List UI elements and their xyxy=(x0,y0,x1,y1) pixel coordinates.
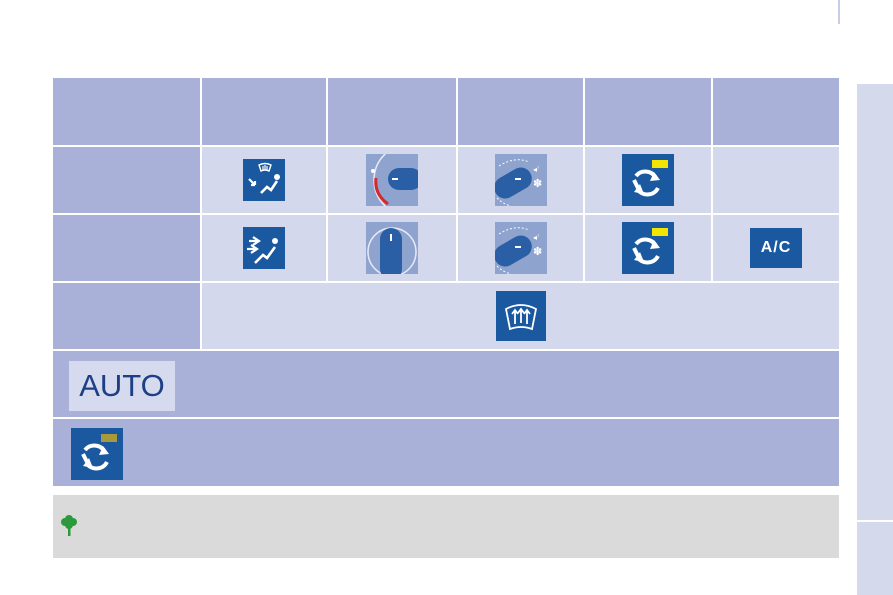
row-label-cell xyxy=(53,283,200,349)
auto-button-label: AUTO xyxy=(79,368,165,403)
row-label-cell xyxy=(53,215,200,281)
table-header-cell xyxy=(328,78,456,145)
table-header-cell xyxy=(585,78,711,145)
table-cell xyxy=(202,147,326,213)
table-cell xyxy=(328,215,456,281)
table-cell xyxy=(202,215,326,281)
table-header-cell xyxy=(202,78,326,145)
windscreen-and-face-vent-icon[interactable] xyxy=(243,159,285,201)
air-recirculation-icon[interactable] xyxy=(622,154,674,206)
table-cell xyxy=(585,215,711,281)
air-recirculation-icon[interactable] xyxy=(622,222,674,274)
face-vent-icon[interactable] xyxy=(243,227,285,269)
auto-button[interactable]: AUTO xyxy=(69,361,175,411)
sidebar-divider xyxy=(857,520,893,522)
air-recirculation-icon[interactable] xyxy=(71,428,123,480)
recirculation-band xyxy=(53,419,839,486)
front-demist-icon[interactable] xyxy=(495,291,546,341)
table-cell: ◂ꜝ ✽ xyxy=(458,215,583,281)
page-edge-tick xyxy=(838,0,840,24)
svg-text:✽: ✽ xyxy=(533,245,542,258)
table-cell xyxy=(585,147,711,213)
tree-icon xyxy=(60,515,78,537)
sidebar-tab xyxy=(857,84,893,595)
svg-text:✽: ✽ xyxy=(533,177,542,190)
auto-band xyxy=(53,351,839,417)
fan-speed-dial-icon[interactable]: ◂ꜝ ✽ xyxy=(494,222,547,274)
row-label-cell xyxy=(53,147,200,213)
temperature-dial-icon[interactable] xyxy=(366,154,418,206)
table-cell-merged xyxy=(202,283,839,349)
temperature-dial-icon[interactable] xyxy=(366,222,418,274)
ac-button[interactable]: A/C xyxy=(750,228,802,268)
svg-text:◂ꜝ: ◂ꜝ xyxy=(533,165,539,174)
table-header-cell xyxy=(713,78,839,145)
table-cell xyxy=(328,147,456,213)
table-cell xyxy=(713,147,839,213)
fan-speed-dial-icon[interactable]: ◂ꜝ ✽ xyxy=(494,154,547,206)
table-header-cell xyxy=(458,78,583,145)
table-header-cell xyxy=(53,78,200,145)
svg-text:◂ꜝ: ◂ꜝ xyxy=(533,233,539,242)
table-cell: ◂ꜝ ✽ xyxy=(458,147,583,213)
eco-note-box xyxy=(53,495,839,558)
ac-button-label: A/C xyxy=(760,239,792,256)
table-cell: A/C xyxy=(713,215,839,281)
